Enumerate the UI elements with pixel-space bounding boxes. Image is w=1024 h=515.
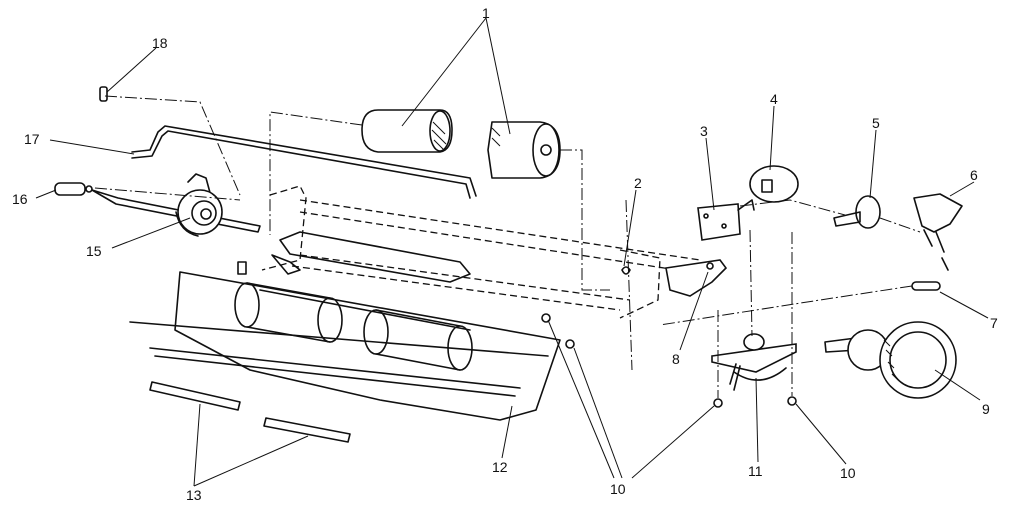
leader-lines <box>35 17 989 487</box>
axis-line-roller-right <box>560 149 610 291</box>
callout-12: 12 <box>492 459 508 475</box>
part-15-release-lever <box>175 173 223 237</box>
part-16-knob <box>54 182 93 196</box>
axis-line-4 <box>739 199 846 216</box>
part-12-paper-pan <box>129 271 561 421</box>
part-8-lever <box>665 259 728 297</box>
feed-roller-2 <box>363 309 473 371</box>
axis-line-11-center <box>749 229 753 337</box>
feed-roller-shaft <box>259 289 471 331</box>
callout-17: 17 <box>24 131 40 147</box>
part-17-bail-rod <box>131 125 477 199</box>
part-3-bracket <box>697 199 755 241</box>
callout-15: 15 <box>86 243 102 259</box>
callout-1: 1 <box>482 5 490 21</box>
callout-6: 6 <box>970 167 978 183</box>
part-5-small-gear <box>833 195 881 229</box>
callout-10-left: 10 <box>610 481 626 497</box>
callout-13: 13 <box>186 487 202 503</box>
part-1-platen-roller-left <box>361 109 453 153</box>
callout-8: 8 <box>672 351 680 367</box>
axis-line-6 <box>879 217 921 233</box>
callout-4: 4 <box>770 91 778 107</box>
callout-5: 5 <box>872 115 880 131</box>
part-4-gear-disk <box>749 165 799 203</box>
axis-line-roller-left <box>269 111 363 235</box>
callout-10-right: 10 <box>840 465 856 481</box>
callout-16: 16 <box>12 191 28 207</box>
part-18-bail-rod-end <box>99 86 108 102</box>
callout-11: 11 <box>748 463 763 479</box>
part-13-pressure-roller-left <box>149 381 241 411</box>
callout-9: 9 <box>982 401 990 417</box>
callout-7: 7 <box>990 315 998 331</box>
callout-2: 2 <box>634 175 642 191</box>
part-13-pressure-roller-right <box>263 417 351 443</box>
axis-line-18 <box>104 95 241 196</box>
axis-line-shaft <box>94 187 241 201</box>
carriage-frame-dashed <box>237 185 701 319</box>
part-6-ratchet <box>913 193 963 271</box>
part-1-platen-roller-right <box>487 121 561 179</box>
platen-shaft <box>91 189 261 233</box>
part-7-pin <box>911 281 941 291</box>
part-9-drive-gear <box>824 321 957 399</box>
callout-3: 3 <box>700 123 708 139</box>
part-11-motor <box>711 333 797 391</box>
callout-18: 18 <box>152 35 168 51</box>
part-2-pin <box>621 199 633 371</box>
axis-line-7 <box>659 285 913 326</box>
feed-roller-1 <box>234 282 343 343</box>
